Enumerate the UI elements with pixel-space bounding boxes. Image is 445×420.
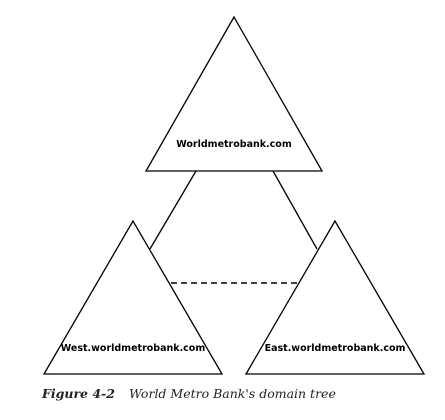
east-domain-label: East.worldmetrobank.com [265, 343, 406, 354]
root-domain-triangle [144, 15, 324, 172]
figure-caption-text: World Metro Bank's domain tree [128, 386, 336, 401]
figure-caption: Figure 4-2 World Metro Bank's domain tree [42, 386, 336, 401]
west-domain-triangle [42, 219, 224, 375]
root-domain-label: Worldmetrobank.com [176, 139, 292, 150]
east-domain-triangle [244, 219, 426, 375]
parent-link-west [149, 170, 197, 250]
figure-number: Figure 4-2 [42, 386, 115, 401]
west-domain-label: West.worldmetrobank.com [61, 343, 206, 354]
parent-link-east [272, 170, 318, 250]
